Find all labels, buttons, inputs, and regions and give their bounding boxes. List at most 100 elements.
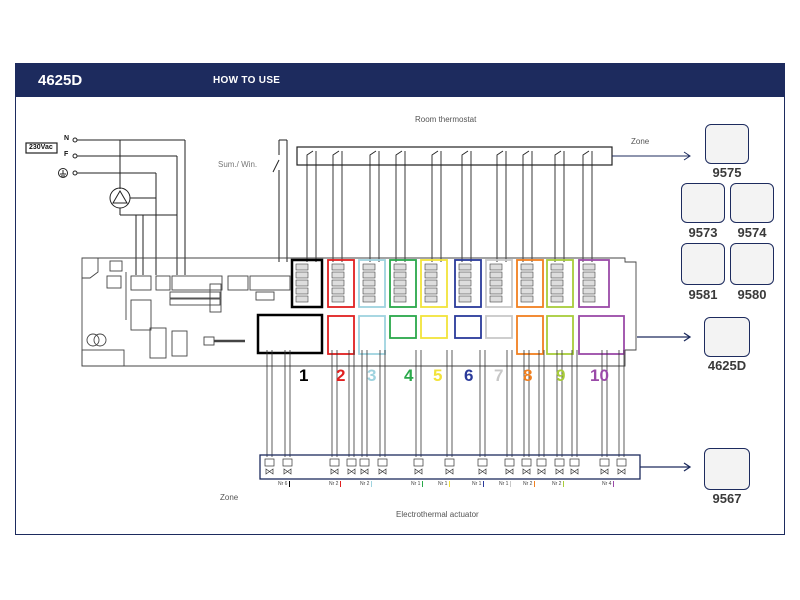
terminal xyxy=(550,271,564,279)
zone-actuator-terminal-box xyxy=(546,315,574,355)
terminal xyxy=(424,287,438,295)
zone-number: 6 xyxy=(464,366,474,385)
terminal xyxy=(520,287,534,295)
terminal xyxy=(295,287,309,295)
valve-icon xyxy=(537,468,546,475)
terminal xyxy=(458,271,472,279)
actuator xyxy=(264,458,275,467)
actuator xyxy=(569,458,580,467)
terminal xyxy=(582,263,596,271)
zone-actuator-terminal-box xyxy=(389,315,417,339)
zone-actuator-terminal-box xyxy=(327,315,355,355)
header-bar xyxy=(15,63,785,97)
terminal xyxy=(331,271,345,279)
valve-icon xyxy=(505,468,514,475)
zone-thermostat-terminal-box xyxy=(454,259,482,308)
actuator xyxy=(359,458,370,467)
terminal xyxy=(362,271,376,279)
actuator xyxy=(413,458,424,467)
product-9574-image xyxy=(730,183,774,223)
product-9574-label: 9574 xyxy=(737,225,767,240)
valve-icon xyxy=(265,468,274,475)
terminal xyxy=(295,279,309,287)
valve-icon xyxy=(378,468,387,475)
zone-thermostat-terminal-box xyxy=(578,259,610,308)
actuator-group-label: Nr 6 xyxy=(278,481,291,487)
terminal xyxy=(393,263,407,271)
terminal xyxy=(458,295,472,303)
actuator xyxy=(282,458,293,467)
product-9567-image xyxy=(704,448,750,490)
terminal xyxy=(424,263,438,271)
terminal xyxy=(550,287,564,295)
product-4625d-label: 4625D xyxy=(707,358,747,373)
terminal xyxy=(331,279,345,287)
actuator-group-label: Nr 2 xyxy=(360,481,373,487)
product-9575-label: 9575 xyxy=(712,165,742,180)
valve-icon xyxy=(445,468,454,475)
zone-thermostat-terminal-box xyxy=(389,259,417,308)
thermostat-switch xyxy=(461,150,472,160)
actuator-group-label: Nr 4 xyxy=(602,481,615,487)
terminal xyxy=(393,271,407,279)
terminal xyxy=(489,287,503,295)
terminal xyxy=(582,279,596,287)
zone-thermostat-terminal-box xyxy=(327,259,355,308)
product-9580-image xyxy=(730,243,774,285)
valve-icon xyxy=(283,468,292,475)
zone-actuator-terminal-box xyxy=(420,315,448,339)
terminal xyxy=(458,263,472,271)
terminal xyxy=(362,287,376,295)
section-title: HOW TO USE xyxy=(213,75,281,86)
thermostat-switch xyxy=(369,150,380,160)
terminal xyxy=(424,279,438,287)
zone-thermostat-terminal-box xyxy=(290,258,324,309)
supply-label: 230Vac xyxy=(29,144,53,151)
terminal xyxy=(362,279,376,287)
terminal xyxy=(489,263,503,271)
terminal xyxy=(393,287,407,295)
actuator xyxy=(346,458,357,467)
terminal-n: N xyxy=(64,135,70,142)
terminal xyxy=(393,295,407,303)
terminal xyxy=(550,263,564,271)
terminal xyxy=(295,263,309,271)
terminal xyxy=(295,295,309,303)
zone-thermostat-terminal-box xyxy=(546,259,574,308)
product-9581-label: 9581 xyxy=(688,287,718,302)
thermostat-switch xyxy=(496,150,507,160)
room-thermostat-label: Room thermostat xyxy=(415,115,477,124)
terminal xyxy=(362,263,376,271)
terminal xyxy=(489,279,503,287)
actuator-group-label: Nr 1 xyxy=(411,481,424,487)
valve-icon xyxy=(570,468,579,475)
zone-actuator-terminal-box xyxy=(358,315,386,355)
terminal xyxy=(331,263,345,271)
actuator-group-label: Nr 1 xyxy=(438,481,451,487)
terminal xyxy=(458,287,472,295)
product-4625d-image xyxy=(704,317,750,357)
actuator xyxy=(599,458,610,467)
valve-icon xyxy=(347,468,356,475)
summer-winter-label: Sum./ Win. xyxy=(218,160,258,169)
terminal xyxy=(424,271,438,279)
actuator xyxy=(329,458,340,467)
valve-icon xyxy=(617,468,626,475)
actuator-group-label: Nr 2 xyxy=(552,481,565,487)
actuator-group-label: Nr 1 xyxy=(499,481,512,487)
zone-label-bottom: Zone xyxy=(220,493,239,502)
thermostat-switch xyxy=(582,150,593,160)
product-9567-label: 9567 xyxy=(712,491,742,506)
valve-icon xyxy=(600,468,609,475)
terminal xyxy=(295,271,309,279)
terminal xyxy=(582,287,596,295)
terminal xyxy=(489,271,503,279)
product-9575-image xyxy=(705,124,749,164)
zone-actuator-terminal-box xyxy=(256,313,324,355)
zone-actuator-terminal-box xyxy=(578,315,625,355)
thermostat-switch xyxy=(554,150,565,160)
terminal xyxy=(582,295,596,303)
valve-icon xyxy=(360,468,369,475)
terminal xyxy=(331,295,345,303)
model-title: 4625D xyxy=(38,72,83,89)
